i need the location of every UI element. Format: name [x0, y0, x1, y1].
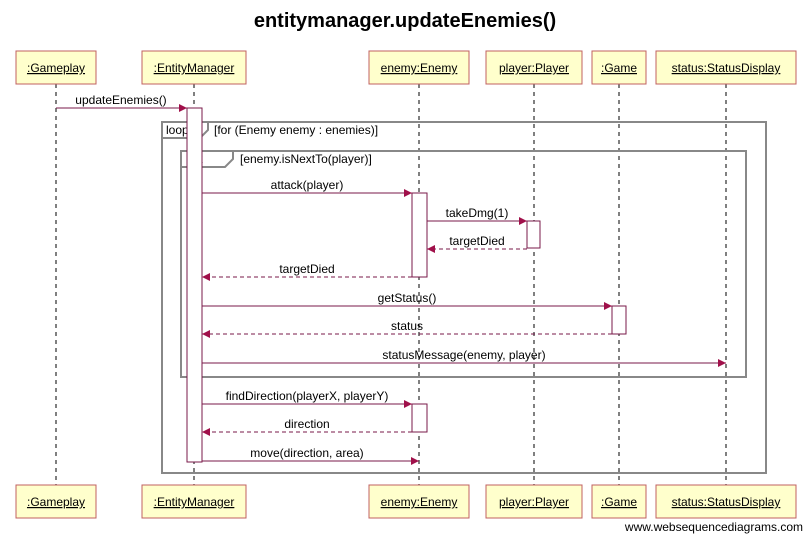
participant-box: [655, 484, 797, 519]
message-label: takeDmg(1): [446, 206, 509, 220]
participant-label: :EntityManager: [154, 61, 235, 75]
message-label: statusMessage(enemy, player): [382, 348, 545, 362]
participant-label: :EntityManager: [154, 495, 235, 509]
message-label: findDirection(playerX, playerY): [226, 389, 389, 403]
participant-label: :Game: [601, 61, 637, 75]
watermark: www.websequencediagrams.com: [624, 520, 803, 534]
participant-box: [655, 50, 797, 85]
participant-label: :Gameplay: [27, 61, 85, 75]
participant-label: player:Player: [499, 495, 569, 509]
participant-gameplay-bottom: :Gameplay: [15, 484, 97, 519]
message-label: updateEnemies(): [75, 93, 166, 107]
activation-game: [611, 305, 627, 335]
participant-label: enemy:Enemy: [381, 495, 458, 509]
participant-status-top: status:StatusDisplay: [655, 50, 797, 85]
message-label: attack(player): [271, 178, 344, 192]
activation-player: [526, 220, 541, 249]
participant-box: [141, 484, 247, 519]
participant-label: :Gameplay: [27, 495, 85, 509]
message-label: targetDied: [449, 234, 504, 248]
activation-entitymanager: [186, 107, 203, 463]
message-label: status: [391, 319, 423, 333]
participant-box: [485, 484, 583, 519]
participant-box: [368, 50, 470, 85]
message-label: targetDied: [279, 262, 334, 276]
activations: [186, 107, 627, 463]
participant-label: player:Player: [499, 61, 569, 75]
participant-box: [15, 484, 97, 519]
participant-box: [141, 50, 247, 85]
message-label: direction: [284, 417, 329, 431]
participants-top: :Gameplay :EntityManager enemy:Enemy player…: [15, 50, 797, 85]
participant-label: enemy:Enemy: [381, 61, 458, 75]
activation-enemy-attack: [411, 192, 428, 278]
participant-box: [591, 50, 647, 85]
activation-enemy-find: [411, 403, 428, 433]
loop-fragment: loop [for (Enemy enemy : enemies)]: [161, 121, 767, 474]
participant-game-bottom: :Game: [591, 484, 647, 519]
messages: updateEnemies() attack(player) takeDmg(1…: [56, 93, 726, 465]
lifelines: [55, 84, 727, 485]
participant-box: [591, 484, 647, 519]
participants-bottom: :Gameplay :EntityManager enemy:Enemy player…: [15, 484, 797, 519]
participant-label: :Game: [601, 495, 637, 509]
opt-guard: [enemy.isNextTo(player)]: [240, 152, 372, 166]
opt-frame: [180, 150, 747, 378]
participant-status-bottom: status:StatusDisplay: [655, 484, 797, 519]
message-label: move(direction, area): [250, 446, 363, 460]
participant-enemy-bottom: enemy:Enemy: [368, 484, 470, 519]
participant-label: status:StatusDisplay: [672, 495, 781, 509]
participant-entitymanager-top: :EntityManager: [141, 50, 247, 85]
participant-gameplay-top: :Gameplay: [15, 50, 97, 85]
diagram-title: entitymanager.updateEnemies(): [254, 10, 556, 32]
loop-frame: [161, 121, 767, 474]
participant-player-bottom: player:Player: [485, 484, 583, 519]
participant-game-top: :Game: [591, 50, 647, 85]
message-label: getStatus(): [378, 291, 437, 305]
loop-keyword: loop: [166, 123, 189, 137]
participant-box: [368, 484, 470, 519]
participant-player-top: player:Player: [485, 50, 583, 85]
participant-box: [15, 50, 97, 85]
participant-enemy-top: enemy:Enemy: [368, 50, 470, 85]
opt-fragment: opt [enemy.isNextTo(player)]: [180, 150, 747, 378]
participant-entitymanager-bottom: :EntityManager: [141, 484, 247, 519]
participant-box: [485, 50, 583, 85]
participant-label: status:StatusDisplay: [672, 61, 781, 75]
loop-guard: [for (Enemy enemy : enemies)]: [214, 123, 378, 137]
